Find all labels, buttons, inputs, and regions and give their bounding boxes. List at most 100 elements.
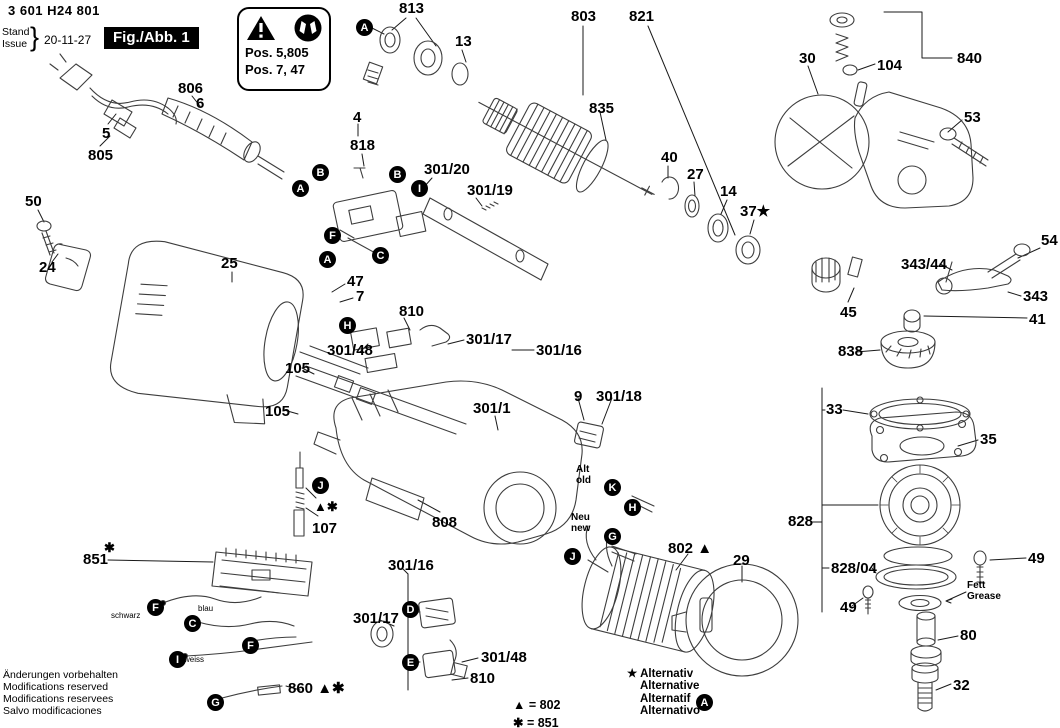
- part-callout-301/17: 301/17: [353, 610, 399, 627]
- small-parts-column-sketch: [829, 12, 868, 107]
- part-callout-54: 54: [1041, 232, 1058, 249]
- part-callout-13: 13: [455, 33, 472, 50]
- variant-letter-A: A: [356, 19, 373, 36]
- part-callout-47: 47: [347, 273, 364, 290]
- part-callout-835: 835: [589, 100, 615, 117]
- part-callout-: ✱: [104, 540, 115, 555]
- footer-line: Modifications reserved: [3, 680, 109, 693]
- part-callout-343: 343: [1023, 288, 1049, 305]
- part-callout-104: 104: [877, 57, 903, 74]
- legend-alternative-line: Alternatif: [640, 692, 691, 705]
- brush-cover-sketch: [44, 243, 92, 292]
- wire-color-label-schwarz: schwarz: [111, 611, 141, 620]
- issue-label: Issue: [2, 38, 28, 51]
- stand-issue-label: Stand Issue: [2, 26, 29, 50]
- field-stator-sketch: [581, 546, 715, 653]
- part-callout-14: 14: [720, 183, 737, 200]
- part-callout-40: 40: [661, 149, 678, 166]
- variant-letter-G: G: [207, 694, 224, 711]
- part-callout-828: 828: [788, 513, 814, 530]
- variant-letter-K: K: [604, 479, 621, 496]
- clamp-lever-sketch: [935, 261, 1012, 295]
- screw-53-sketch: [939, 127, 989, 167]
- neu-new-label: Neu new: [571, 512, 591, 534]
- part-callout-838: 838: [838, 343, 864, 360]
- protective-gloves-icon: [294, 14, 322, 42]
- part-callout-301/48: 301/48: [327, 342, 373, 359]
- part-callout-80: 80: [960, 627, 977, 644]
- screw-49-left-sketch: [862, 585, 874, 615]
- variant-letter-H: H: [624, 499, 641, 516]
- variant-letter-F: F: [324, 227, 341, 244]
- screw-49-right-sketch: [973, 550, 987, 588]
- pos-line-1: Pos. 5,805: [245, 45, 309, 60]
- part-callout-808: 808: [432, 514, 458, 531]
- wheel-guard-sketch: [671, 563, 799, 677]
- variant-letter-F: F: [147, 599, 164, 616]
- part-callout-105: 105: [265, 403, 291, 420]
- part-callout-4: 4: [353, 109, 362, 126]
- part-callout-813: 813: [399, 0, 425, 17]
- part-callout-821: 821: [629, 8, 655, 25]
- switch-assembly-sketch: [332, 167, 427, 261]
- part-callout-301/16: 301/16: [388, 557, 434, 574]
- part-callout-37: 37★: [740, 203, 771, 220]
- part-callout-49: 49: [840, 599, 857, 616]
- variant-letter-H: H: [339, 317, 356, 334]
- nameplate-sketch: [365, 477, 425, 521]
- variant-letter-B: B: [389, 166, 406, 183]
- variant-letter-I: I: [411, 180, 428, 197]
- part-callout-24: 24: [39, 259, 56, 276]
- footer-line: Änderungen vorbehalten: [3, 669, 119, 681]
- alt-old-label: Alt old: [576, 464, 591, 486]
- part-callout-105: 105: [285, 360, 311, 377]
- variant-letter-C: C: [372, 247, 389, 264]
- leader-lines: [37, 11, 1041, 691]
- part-callout-301/48: 301/48: [481, 649, 527, 666]
- part-callout-33: 33: [826, 401, 843, 418]
- wire-color-label-weiss: weiss: [184, 655, 205, 664]
- variant-letter-C: C: [184, 615, 201, 632]
- variant-letter-D: D: [402, 601, 419, 618]
- variant-letter-A: A: [292, 180, 309, 197]
- part-callout-301/19: 301/19: [467, 182, 513, 199]
- part-callout-: ▲✱: [314, 499, 338, 514]
- oring-sketch: [875, 564, 957, 590]
- part-callout-53: 53: [964, 109, 981, 126]
- legend-alternative-line: Alternativo: [640, 704, 701, 717]
- variant-letter-E: E: [402, 654, 419, 671]
- gear-housing-sketch: [774, 91, 974, 209]
- part-callout-851: 851: [83, 551, 109, 568]
- variant-letter-J: J: [564, 548, 581, 565]
- part-callout-301/17: 301/17: [466, 331, 512, 348]
- grease-washer-sketch: [898, 594, 942, 612]
- part-callout-50: 50: [25, 193, 42, 210]
- part-callout-30: 30: [799, 50, 816, 67]
- motor-housing-sketch: [109, 240, 304, 425]
- spindle-sketch: [910, 611, 942, 667]
- part-callout-107: 107: [312, 520, 338, 537]
- electronics-module-sketch: [211, 547, 313, 597]
- part-callout-802: 802 ▲: [668, 540, 713, 557]
- document-part-number: 3 601 H24 801: [8, 3, 100, 18]
- fett-grease-label: Fett Grease: [967, 580, 1001, 602]
- variant-letter-B: B: [312, 164, 329, 181]
- screw-50-sketch: [36, 220, 57, 256]
- cord-grommet-sketch: [161, 97, 285, 180]
- part-callout-806: 806: [178, 80, 204, 97]
- terminal-sketch: [587, 495, 655, 573]
- bearing-flange-sketch: [869, 411, 977, 463]
- part-callout-818: 818: [350, 137, 376, 154]
- footer-line: Modifications reservees: [3, 692, 114, 705]
- switch-parts-sketch: [370, 597, 468, 679]
- strain-relief-sketch: [103, 99, 137, 139]
- part-callout-810: 810: [470, 670, 496, 687]
- asterisk-legend: ✱ = 851: [513, 716, 559, 728]
- part-callout-828/04: 828/04: [831, 560, 877, 577]
- triangle-legend: ▲ = 802: [513, 698, 561, 712]
- footer-line: Salvo modificaciones: [3, 704, 102, 717]
- variant-letter-A: A: [696, 694, 713, 711]
- part-callout-805: 805: [88, 147, 114, 164]
